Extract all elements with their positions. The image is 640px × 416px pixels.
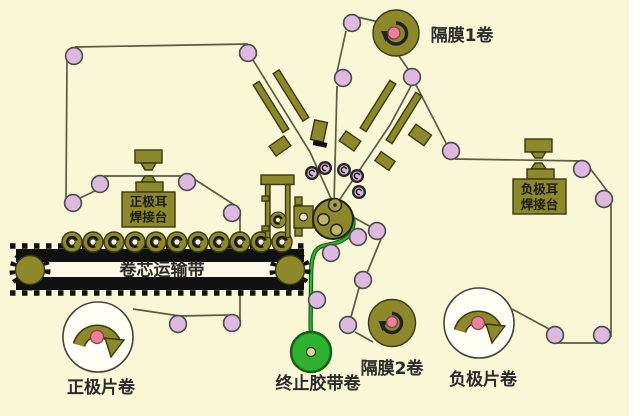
guide-roller [441, 141, 461, 161]
conveyor-roller [186, 230, 210, 254]
conveyor-roller [81, 230, 105, 254]
guide-roller [594, 189, 614, 209]
rotation-arrow-icon [485, 323, 507, 345]
cutter-block [268, 134, 292, 158]
cutter-edge [312, 140, 328, 148]
knife-bars [252, 68, 433, 172]
guide-roller [367, 221, 387, 241]
guide-roller [402, 67, 422, 87]
winding-needle-center [333, 203, 337, 207]
web-path-separator-2 [334, 206, 382, 343]
rotation-arrow-icon [378, 321, 387, 332]
guide-roller [545, 325, 565, 345]
cutter-block [338, 129, 362, 153]
negative-electrode-roll: 负极片卷 [443, 287, 518, 390]
guide-roller [63, 193, 83, 213]
conveyor-roller-row [60, 230, 294, 254]
termination-tape-roll: 终止胶带卷 [276, 330, 362, 394]
guide-roller [238, 43, 258, 63]
cutter-block [309, 119, 329, 143]
guide-roller [592, 325, 612, 345]
knife-bar [385, 91, 423, 145]
knife-bar [272, 68, 310, 123]
guide-roller [64, 46, 84, 66]
guide-roller [353, 270, 373, 290]
page-edge [629, 0, 640, 416]
core-conveyor-belt: 卷芯运输带 [10, 243, 310, 296]
guide-roller [317, 160, 333, 176]
tape-roll-core [305, 346, 317, 358]
winding-head [312, 197, 354, 240]
separator-roll-2: 隔膜2卷 [361, 298, 425, 379]
guide-roller [321, 243, 341, 263]
guide-roller [222, 203, 242, 223]
knife-bar [252, 80, 290, 134]
guide-roller [333, 68, 353, 88]
guide-roller [336, 162, 352, 178]
arm-roller [269, 211, 287, 229]
separator-roll-1: 隔膜1卷 [372, 9, 495, 57]
guide-roller [342, 13, 362, 33]
guide-roller [348, 227, 368, 247]
conveyor-roller [207, 230, 231, 254]
guide-roller [307, 290, 327, 310]
label-core-conveyor-belt: 卷芯运输带 [119, 260, 205, 281]
guide-roller [338, 315, 358, 335]
guide-roller [177, 172, 197, 192]
conveyor-roller [123, 230, 147, 254]
positive-electrode-roll: 正极片卷 [62, 301, 136, 398]
winding-head-roller [316, 212, 331, 227]
label-termination-tape-roll: 终止胶带卷 [276, 373, 362, 394]
cutter-block [373, 150, 397, 172]
label-positive-tab-station: 焊接台 [130, 210, 168, 225]
guide-roller [222, 313, 242, 333]
conveyor-roller [165, 230, 189, 254]
label-positive-tab-station: 正极耳 [130, 194, 168, 209]
rotation-arrow-icon [380, 311, 404, 335]
negative-tab-welding-station: 负极耳 焊接台 [512, 138, 567, 215]
conveyor-roller [102, 230, 126, 254]
knife-bar [359, 79, 397, 133]
conveyor-roller [60, 230, 84, 254]
label-separator-roll-2: 隔膜2卷 [361, 358, 425, 379]
positive-tab-welding-station: 正极耳 焊接台 [121, 149, 176, 228]
guide-roller [90, 174, 110, 194]
guide-roller [572, 159, 592, 179]
cutter-block [407, 123, 433, 147]
label-positive-electrode-roll: 正极片卷 [67, 377, 136, 398]
rotation-arrow-icon [104, 337, 126, 359]
winding-head-roller [329, 223, 344, 237]
label-separator-roll-1: 隔膜1卷 [431, 25, 495, 46]
label-negative-tab-station: 负极耳 [521, 182, 559, 197]
guide-roller [349, 168, 365, 184]
guide-roller [304, 165, 320, 181]
guide-roller [351, 184, 367, 200]
label-negative-tab-station: 焊接台 [521, 197, 559, 212]
rotation-arrow-icon [383, 21, 409, 46]
arm-pivot-hole [298, 212, 309, 222]
label-negative-electrode-roll: 负极片卷 [449, 369, 518, 390]
guide-roller [168, 314, 188, 334]
conveyor-roller [144, 230, 168, 254]
conveyor-roller [228, 230, 252, 254]
